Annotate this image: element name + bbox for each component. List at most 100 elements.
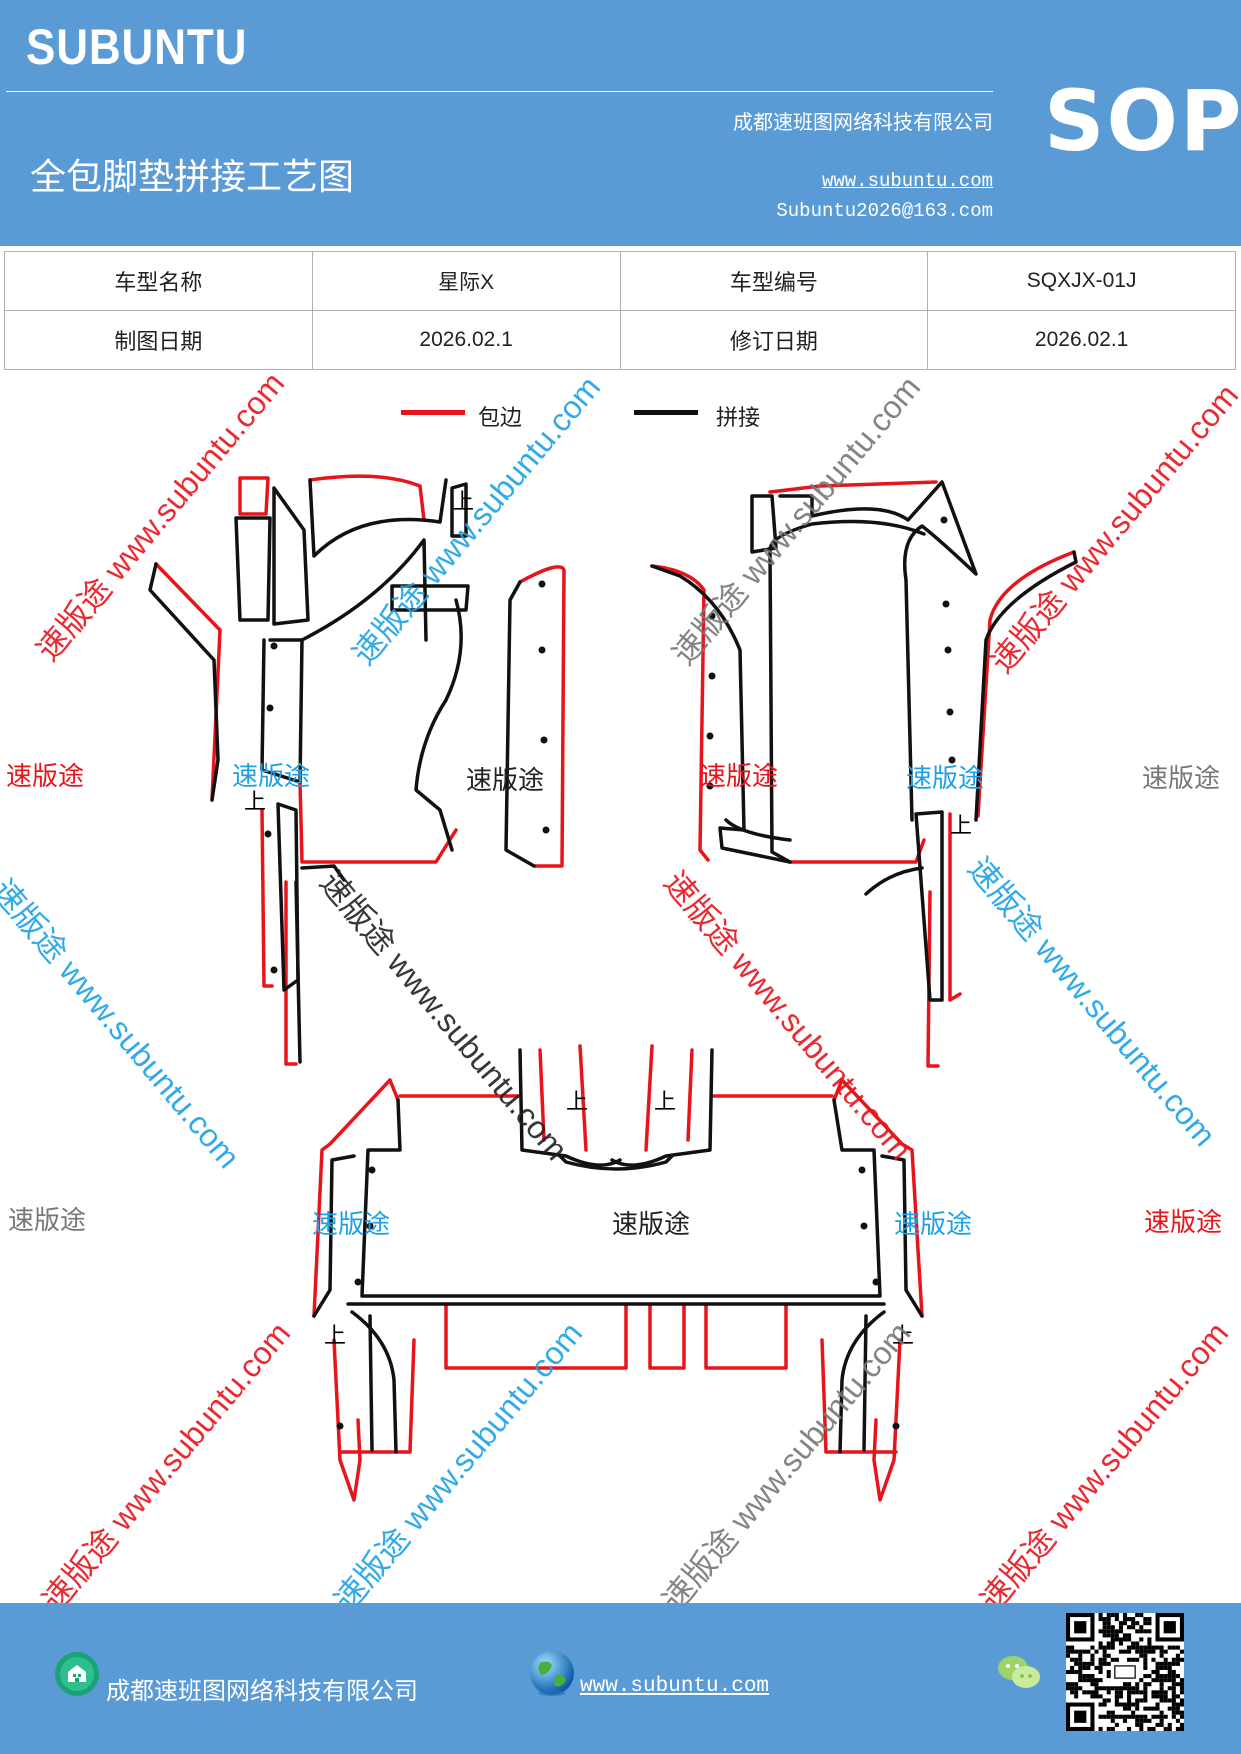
marker-dot: [538, 580, 546, 588]
mat-rear-left-lower: [350, 1310, 398, 1454]
mat-rear-center-notch: [518, 1048, 714, 1167]
mat-front-left-outline: [148, 562, 220, 802]
model-name-label: 车型名称: [4, 251, 313, 311]
mat-rear-center-tabs-edge: [538, 1044, 694, 1152]
watermark-text: 速版途: [700, 762, 779, 792]
revise-date-value: 2026.02.1: [927, 310, 1236, 370]
email-address: Subuntu2026@163.com: [776, 200, 993, 222]
model-code-value: SQXJX-01J: [927, 251, 1236, 311]
watermark-text: 速版途: [466, 766, 545, 796]
globe-icon: [530, 1651, 574, 1696]
mat-front-left-wing: [414, 598, 463, 852]
mat-rear-right-lower-edge: [820, 1338, 898, 1454]
legend-joint-label: 拼接: [716, 406, 761, 431]
marker-dot: [946, 708, 954, 716]
mat-rear-bottom-blocks-edge: [444, 1302, 788, 1370]
mat-rear-right-lower: [838, 1310, 886, 1454]
mat-front-left-hook: [300, 864, 346, 882]
mat-front-left-edge: [154, 562, 222, 802]
mat-front-right-panel: [778, 480, 978, 822]
mat-rear-right-lower2: [862, 1314, 868, 1452]
mat-front-right-strip2-edge: [926, 890, 940, 1068]
legend-joint-swatch: [634, 410, 698, 415]
marker-dot: [270, 642, 278, 650]
legend: 包边 拼接: [0, 402, 1241, 442]
mat-front-left-strip2-edge: [284, 880, 298, 1066]
mat-front-right-side: [974, 550, 1078, 822]
up-mark: 上: [892, 1324, 915, 1349]
mat-front-right-side-edge: [976, 550, 1076, 818]
marker-dot: [542, 826, 550, 834]
mat-front-left-strip-edge: [260, 808, 274, 988]
marker-dot: [892, 1422, 900, 1430]
marker-dot: [860, 1222, 868, 1230]
watermark-text: 速版途: [8, 1206, 87, 1236]
watermark-text: 速版途: [312, 1210, 391, 1240]
up-mark: 上: [566, 1090, 589, 1115]
up-mark: 上: [654, 1090, 677, 1115]
marker-dot: [538, 646, 546, 654]
mat-rear-outline: [360, 1098, 882, 1298]
legend-edge-swatch: [401, 410, 465, 415]
mat-front-right-arch: [768, 519, 926, 552]
mat-front-left-strip2: [294, 880, 302, 1064]
mat-front-left-mid: [390, 584, 470, 612]
watermark-text: 速版途: [6, 762, 85, 792]
mat-rear-left-side: [312, 1154, 356, 1318]
marker-dot: [872, 1278, 880, 1286]
marker-dot: [944, 646, 952, 654]
marker-dot: [940, 516, 948, 524]
wechat-icon[interactable]: [996, 1653, 1042, 1693]
building-icon: [55, 1652, 99, 1696]
mat-rear-right-edge: [832, 1078, 924, 1318]
marker-dot: [708, 672, 716, 680]
info-table: 车型名称 星际X 车型编号 SQXJX-01J 制图日期 2026.02.1 修…: [4, 251, 1236, 370]
mat-front-left-block: [272, 486, 310, 626]
marker-dot: [336, 1422, 344, 1430]
watermark-text: 速版途: [232, 762, 311, 792]
qr-code: [1066, 1613, 1184, 1731]
up-mark: 上: [950, 814, 973, 839]
mat-front-right-bottom-edge: [788, 838, 926, 864]
mat-front-left-tab: [450, 482, 468, 538]
marker-dot: [706, 732, 714, 740]
mat-front-left-right-edge: [518, 565, 566, 868]
mat-rear-left-lower-edge: [338, 1338, 416, 1454]
header-divider: [6, 91, 993, 92]
mat-front-right-strip-edge: [948, 812, 962, 1002]
brand-logo: SUBUNTU: [26, 19, 248, 75]
mat-rear-left-edge: [312, 1078, 400, 1318]
marker-dot: [354, 1278, 362, 1286]
mat-front-right-edge: [650, 564, 710, 862]
marker-dot: [368, 1166, 376, 1174]
mat-front-left-small-edge: [238, 476, 270, 516]
mat-front-left-bottom-edge: [298, 780, 458, 864]
marker-dot: [264, 830, 272, 838]
mat-front-left-wing2: [504, 580, 536, 868]
table-row: 车型名称 星际X 车型编号 SQXJX-01J: [4, 251, 1236, 311]
mat-front-left-arch: [308, 478, 448, 558]
mat-front-left-panel: [268, 538, 428, 642]
watermark-text: 速版途: [1142, 764, 1221, 794]
mat-front-left-inner: [234, 516, 272, 622]
page-title: 全包脚垫拼接工艺图: [30, 157, 355, 198]
marker-dot: [942, 600, 950, 608]
draw-date-value: 2026.02.1: [311, 310, 621, 370]
mat-rear-right-side: [880, 1154, 924, 1318]
revise-date-label: 修订日期: [619, 310, 929, 370]
watermark-text: 速版途: [612, 1210, 691, 1240]
mat-rear-left-lower2: [368, 1314, 374, 1452]
legend-edge-label: 包边: [478, 406, 523, 431]
mat-front-left-top-edge: [308, 474, 426, 522]
footer: 成都速班图网络科技有限公司 www.subuntu.com: [0, 1603, 1241, 1754]
watermark-text: 速版途: [1144, 1208, 1223, 1238]
qr-code-pattern: [1066, 1613, 1184, 1731]
up-mark: 上: [324, 1324, 347, 1349]
footer-website-link[interactable]: www.subuntu.com: [580, 1675, 770, 1698]
model-code-label: 车型编号: [619, 251, 929, 311]
table-row: 制图日期 2026.02.1 修订日期 2026.02.1: [4, 310, 1236, 370]
mat-front-right-lower: [724, 818, 792, 842]
draw-date-label: 制图日期: [4, 310, 313, 370]
website-link[interactable]: www.subuntu.com: [821, 170, 993, 192]
